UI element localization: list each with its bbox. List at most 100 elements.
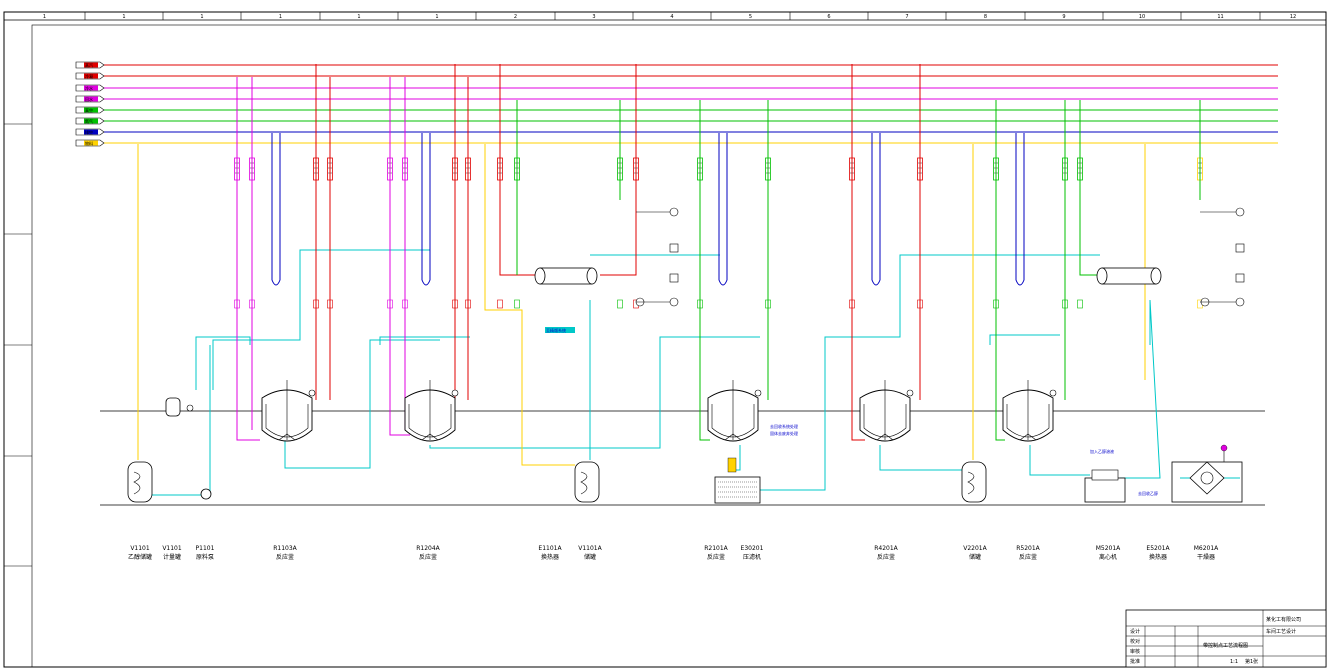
zone-number: 4 bbox=[670, 14, 673, 20]
utility-line: 真空 bbox=[75, 106, 1278, 114]
zone-number: 3 bbox=[592, 14, 595, 20]
reactor-vessel bbox=[707, 380, 762, 442]
equipment-tag: V1101A bbox=[578, 545, 602, 552]
left-note: 至精馏系统 bbox=[546, 327, 566, 333]
equipment-tag: E30201 bbox=[741, 545, 764, 552]
zone-number: 7 bbox=[905, 14, 908, 20]
left-zone-strip bbox=[4, 123, 32, 567]
zone-number: 12 bbox=[1290, 14, 1296, 20]
zone-number: 1 bbox=[43, 14, 46, 20]
zone-number: 5 bbox=[749, 14, 752, 20]
equipment-name: 反应釜 bbox=[877, 553, 895, 561]
equipment-tag: E1101A bbox=[538, 545, 562, 552]
mid-note-2: 固体去废弃处理 bbox=[770, 430, 798, 436]
utility-line-label: 回水 bbox=[85, 96, 93, 102]
utility-line-label: 物料 bbox=[85, 140, 93, 146]
equipment-name: 反应釜 bbox=[276, 553, 294, 561]
zone-number: 1 bbox=[122, 14, 125, 20]
equipment-tag: M5201A bbox=[1096, 545, 1121, 552]
equipment-tag: V2201A bbox=[963, 545, 987, 552]
equipment-tag: R5201A bbox=[1016, 545, 1040, 552]
dryer bbox=[1171, 444, 1243, 503]
heat-exchanger-e1101a bbox=[534, 267, 598, 285]
zone-number: 1 bbox=[200, 14, 203, 20]
tb-row-2: 校对 bbox=[1130, 638, 1140, 645]
equipment-name: 反应釜 bbox=[1019, 553, 1037, 561]
jacket-piping bbox=[236, 64, 1201, 441]
equipment-name: 反应釜 bbox=[707, 553, 725, 561]
reflux-condensers bbox=[271, 133, 1025, 286]
utility-line-label: 氮气 bbox=[85, 118, 93, 124]
pump-p1101 bbox=[200, 488, 212, 500]
utility-line-label: 冷凝 bbox=[85, 73, 93, 79]
equipment-tag: P1101 bbox=[196, 545, 215, 552]
tb-row-1: 设计 bbox=[1130, 628, 1140, 635]
reactor-vessel bbox=[859, 380, 914, 442]
zone-number: 1 bbox=[435, 14, 438, 20]
utility-line: 冷水 bbox=[75, 84, 1278, 92]
mid-note-1: 去回收系统处理 bbox=[770, 423, 798, 429]
centrifuge bbox=[1084, 469, 1126, 503]
metering-tank bbox=[165, 397, 194, 417]
equipment-name: 离心机 bbox=[1099, 553, 1117, 561]
equipment-name: 原料泵 bbox=[196, 553, 214, 561]
equipment-name: 压滤机 bbox=[743, 553, 761, 561]
zone-number: 9 bbox=[1062, 14, 1065, 20]
reactor-vessel bbox=[404, 380, 459, 442]
reactor-vessel bbox=[261, 380, 316, 442]
utility-line-label: 蒸汽 bbox=[85, 62, 93, 68]
filter-press bbox=[714, 457, 761, 504]
equipment-tag: V1101 bbox=[130, 545, 150, 552]
valve bbox=[617, 299, 623, 309]
equipment-tag: R4201A bbox=[874, 545, 898, 552]
instruments bbox=[635, 207, 1245, 307]
zone-number: 2 bbox=[514, 14, 517, 20]
process-piping bbox=[150, 249, 1240, 496]
valve bbox=[497, 299, 503, 309]
reactors bbox=[261, 380, 1057, 442]
equipment-labels: V1101乙醇储罐V1101计量罐P1101原料泵R1103A反应釜R1204A… bbox=[128, 545, 1219, 561]
utility-line-label: 真空 bbox=[85, 107, 93, 113]
right-note-2: 去回收乙醇 bbox=[1138, 490, 1158, 496]
equipment-name: 换热器 bbox=[1149, 553, 1167, 561]
equipment-tag: R1204A bbox=[416, 545, 440, 552]
company: 某化工有限公司 bbox=[1266, 616, 1301, 623]
tank-v2201a bbox=[961, 461, 987, 503]
left-note-box bbox=[545, 327, 575, 333]
equipment-name: 乙醇储罐 bbox=[128, 553, 152, 561]
utility-line: 蒸汽 bbox=[75, 61, 1278, 69]
zone-number: 1 bbox=[357, 14, 360, 20]
tb-row-4: 批准 bbox=[1130, 658, 1140, 665]
heat-exchanger-e5201a bbox=[1096, 267, 1162, 285]
equipment-tag: R2101A bbox=[704, 545, 728, 552]
drawing-title: 带控制点工艺流程图 bbox=[1203, 642, 1248, 649]
tb-row-3: 审核 bbox=[1130, 648, 1140, 655]
material-piping bbox=[137, 144, 1146, 466]
title-block: 设计 校对 审核 批准 带控制点工艺流程图 某化工有限公司 车间工艺设计 1:1… bbox=[1125, 609, 1327, 668]
tank-v1101a bbox=[574, 461, 600, 503]
zone-number: 1 bbox=[279, 14, 282, 20]
utility-line-label: 冷水 bbox=[85, 85, 93, 91]
right-note-1: 加入乙醇溶液 bbox=[1090, 448, 1114, 454]
utility-line: 回水 bbox=[75, 95, 1278, 103]
equipment-name: 换热器 bbox=[541, 553, 559, 561]
utility-line: 氮气 bbox=[75, 117, 1278, 125]
zone-number: 6 bbox=[827, 14, 830, 20]
equipment-tag: M6201A bbox=[1194, 545, 1219, 552]
zone-number: 8 bbox=[984, 14, 987, 20]
equipment-name: 干燥器 bbox=[1197, 553, 1215, 561]
equipment-name: 反应釜 bbox=[419, 553, 437, 561]
utility-line: 冷凝 bbox=[75, 72, 1278, 80]
utility-line: 排空 bbox=[75, 128, 1278, 136]
project: 车间工艺设计 bbox=[1266, 628, 1296, 635]
zone-number: 10 bbox=[1139, 14, 1145, 20]
tank-v1101 bbox=[127, 461, 153, 503]
inner-frame bbox=[31, 24, 1327, 668]
equipment-name: 储罐 bbox=[969, 553, 981, 561]
sheet-number: 第1张 bbox=[1245, 658, 1258, 665]
equipment-name: 计量罐 bbox=[163, 553, 181, 561]
utility-line-label: 排空 bbox=[85, 129, 93, 135]
